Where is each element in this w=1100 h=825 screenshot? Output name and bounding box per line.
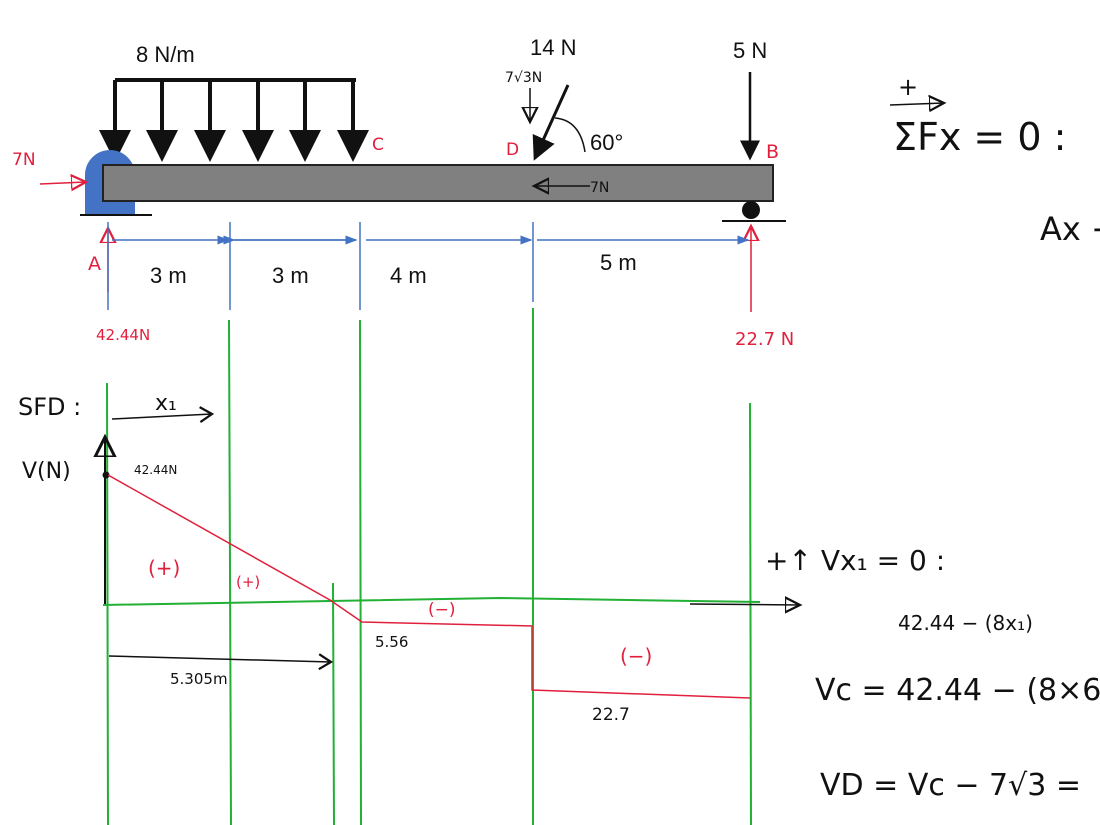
roller-support — [722, 201, 786, 222]
value-d-label: 22.7 — [592, 705, 630, 725]
v-d-equation: VD = Vc − 7√3 = — [820, 768, 1081, 803]
x1-label: x₁ — [155, 391, 177, 416]
sign-label-positive-1: (+) — [148, 556, 180, 580]
distributed-load — [99, 78, 369, 162]
sign-label-negative-2: (−) — [620, 644, 652, 668]
x-axis-arrow — [689, 604, 800, 605]
horizontal-component-label: 7N — [590, 180, 609, 196]
x1-direction-arrow — [111, 406, 215, 424]
section-guide-lines — [102, 308, 761, 825]
start-point — [102, 471, 110, 479]
reaction-ax-arrow — [39, 182, 86, 184]
reaction-by-label: 22.7 N — [735, 329, 794, 350]
v-axis-label: V(N) — [22, 459, 71, 484]
inclined-load-arrow — [532, 84, 570, 161]
span-4-label: 5 m — [600, 250, 637, 275]
point-b-label: B — [766, 141, 779, 163]
beam — [102, 164, 774, 202]
span-3-label: 4 m — [390, 263, 427, 288]
angle-arc — [554, 117, 586, 153]
sum-fx-direction-arrow — [889, 103, 944, 105]
load-5n-label: 5 N — [733, 38, 767, 63]
udl-label: 8 N/m — [136, 42, 195, 67]
angle-label: 60° — [590, 130, 623, 155]
sign-label-negative-1: (−) — [428, 600, 456, 620]
v-x1-equation: 42.44 − (8x₁) — [898, 611, 1033, 635]
zero-crossing-arrow — [108, 653, 334, 671]
reaction-ay-label: 42.44N — [96, 326, 150, 344]
reaction-ax-label: 7N — [12, 150, 36, 170]
sum-v-equation: +↑ Vx₁ = 0 : — [765, 544, 945, 577]
sum-fx-equation: ΣFx = 0 : — [893, 115, 1066, 159]
point-d-label: D — [506, 140, 519, 160]
span-1-label: 3 m — [150, 263, 187, 288]
point-c-label: C — [372, 135, 384, 155]
ax-equation: Ax − — [1040, 210, 1100, 248]
start-value-label: 42.44N — [134, 463, 177, 477]
v-c-equation: Vc = 42.44 − (8×6 — [815, 673, 1100, 708]
sum-fx-plus: + — [898, 73, 918, 101]
sign-label-positive-2: (+) — [236, 573, 260, 591]
load-14n-label: 14 N — [530, 35, 576, 60]
value-c-label: 5.56 — [375, 633, 408, 651]
shear-force-line — [107, 474, 751, 699]
zero-crossing-label: 5.305m — [170, 670, 228, 688]
span-2-label: 3 m — [272, 263, 309, 288]
point-a-label: A — [88, 253, 101, 275]
dimension-lines — [107, 222, 750, 310]
sfd-title: SFD : — [18, 393, 81, 421]
vertical-component-label: 7√3N — [505, 70, 542, 86]
